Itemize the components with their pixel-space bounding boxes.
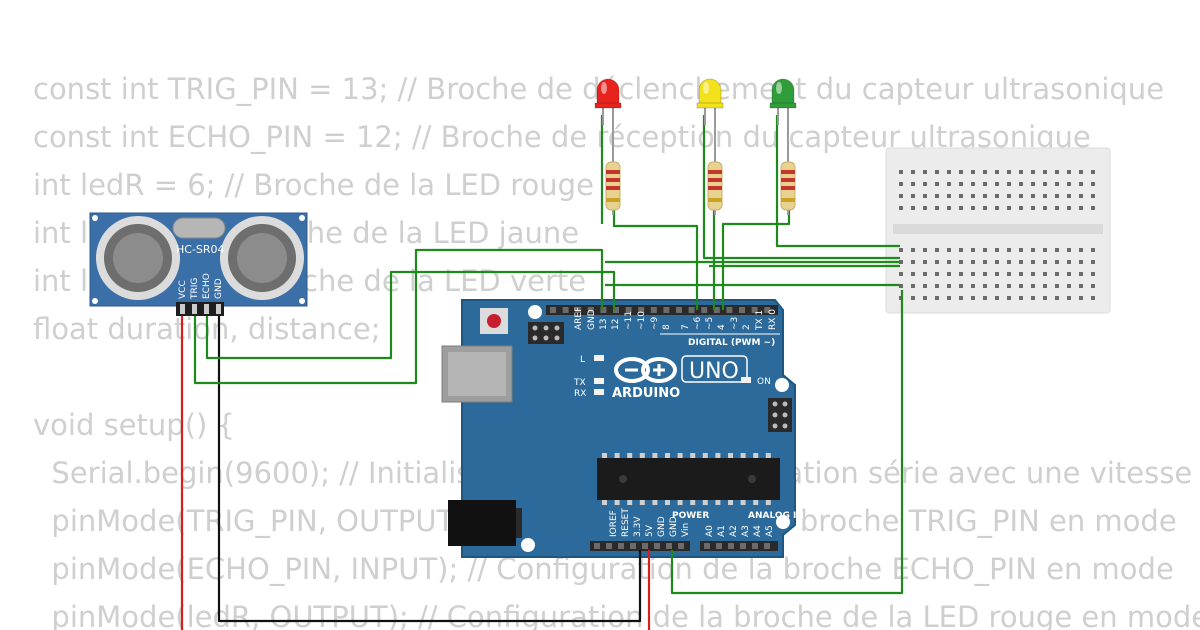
arduino-logo-icon bbox=[614, 357, 677, 383]
analog-header bbox=[700, 541, 778, 551]
digital-label: DIGITAL (PWM ~) bbox=[688, 338, 775, 348]
analog-pin-label: A0 bbox=[705, 525, 715, 537]
digital-pin-label: 2 bbox=[742, 324, 752, 330]
l-led bbox=[594, 355, 604, 361]
power-pin-label: GND bbox=[669, 516, 679, 537]
tx-led bbox=[594, 378, 604, 384]
power-header bbox=[590, 541, 690, 551]
power-pin-label: 5V bbox=[645, 524, 655, 537]
wire-echo bbox=[205, 270, 616, 360]
code-line: pinMode(ECHO_PIN, INPUT); // Configurati… bbox=[33, 552, 1174, 586]
icsp-header bbox=[528, 322, 564, 344]
sensor-model: HC-SR04 bbox=[176, 243, 225, 256]
transducer-right bbox=[220, 216, 304, 300]
icsp-header-right bbox=[768, 398, 792, 432]
digital-pin-label: GND bbox=[587, 309, 597, 330]
breadboard bbox=[885, 147, 1111, 314]
power-pin-label: Vin bbox=[681, 523, 691, 537]
power-pin-label: IOREF bbox=[609, 510, 619, 537]
digital-pin-label: TX 1 bbox=[755, 310, 765, 331]
crystal-oscillator bbox=[172, 217, 226, 239]
analog-pin-label: A5 bbox=[765, 525, 775, 537]
code-line: int ledR = 6; // Broche de la LED rouge bbox=[33, 168, 594, 202]
digital-pin-label: ~5 bbox=[705, 317, 715, 330]
digital-pin-label: 8 bbox=[662, 324, 672, 330]
digital-pin-label: RX 0 bbox=[768, 309, 778, 330]
digital-pin-label: 4 bbox=[717, 324, 727, 330]
mounting-hole bbox=[521, 538, 535, 552]
analog-pin-label: A1 bbox=[717, 525, 727, 537]
transducer-left bbox=[96, 216, 180, 300]
code-line: float duration, distance; bbox=[33, 312, 381, 346]
led-yellow bbox=[696, 78, 724, 160]
analog-label: ANALOG IN bbox=[748, 511, 804, 521]
wires bbox=[180, 115, 904, 630]
sensor-pin-label: GND bbox=[214, 278, 224, 299]
wire-led-red bbox=[612, 210, 699, 310]
digital-pin-label: ~6 bbox=[693, 316, 703, 330]
mounting-hole bbox=[528, 305, 542, 319]
wire-trig bbox=[193, 248, 604, 385]
power-pin-label: RESET bbox=[621, 508, 631, 537]
on-label: ON bbox=[757, 377, 771, 387]
mounting-hole bbox=[775, 378, 789, 392]
tx-label: TX bbox=[573, 378, 586, 388]
mounting-hole bbox=[776, 515, 790, 529]
sensor-header bbox=[176, 302, 224, 316]
sensor-pin-label: TRIG bbox=[190, 278, 200, 300]
analog-pin-label: A4 bbox=[753, 525, 763, 537]
digital-pin-label: ~9 bbox=[650, 316, 660, 330]
code-line: pinMode(ledR, OUTPUT); // Configuration … bbox=[33, 600, 1200, 630]
power-label: POWER bbox=[672, 511, 709, 521]
arduino-logo-text: ARDUINO bbox=[612, 386, 680, 401]
power-pin-label: 3.3V bbox=[633, 516, 643, 537]
sensor-pin-label: ECHO bbox=[202, 273, 212, 299]
wire-gnd bbox=[217, 316, 642, 623]
analog-pin-label: A2 bbox=[729, 525, 739, 537]
code-line: void setup() { bbox=[33, 408, 235, 442]
analog-pin-label: A3 bbox=[741, 525, 751, 537]
led-red bbox=[594, 78, 622, 160]
breadboard-holes bbox=[899, 170, 1095, 300]
atmega-chip bbox=[597, 453, 780, 505]
digital-header-left bbox=[546, 305, 778, 315]
digital-pin-label: 13 bbox=[599, 319, 609, 330]
power-pin-label: GND bbox=[657, 516, 667, 537]
digital-pin-label: ~11 bbox=[624, 311, 634, 330]
led-green bbox=[769, 78, 797, 160]
on-led bbox=[741, 377, 751, 383]
digital-pin-label: ~10 bbox=[637, 311, 647, 330]
digital-pin-label: 7 bbox=[681, 324, 691, 330]
rx-label: RX bbox=[574, 389, 586, 399]
l-led-label: L bbox=[580, 355, 585, 365]
rx-led bbox=[594, 389, 604, 395]
sensor-pin-label: VCC bbox=[178, 280, 188, 299]
wire-gnd-rail bbox=[670, 290, 904, 595]
resistor bbox=[707, 160, 723, 215]
wire-led-green bbox=[721, 210, 791, 310]
digital-pin-label: AREF bbox=[574, 307, 584, 330]
power-jack bbox=[448, 500, 516, 546]
board-model: UNO bbox=[689, 359, 739, 384]
digital-pin-label: ~3 bbox=[730, 317, 740, 330]
code-line: const int TRIG_PIN = 13; // Broche de dé… bbox=[33, 72, 1165, 106]
resistor bbox=[780, 160, 796, 215]
resistor bbox=[605, 160, 621, 215]
digital-pin-label: 12 bbox=[611, 319, 621, 330]
led-group bbox=[594, 78, 797, 215]
